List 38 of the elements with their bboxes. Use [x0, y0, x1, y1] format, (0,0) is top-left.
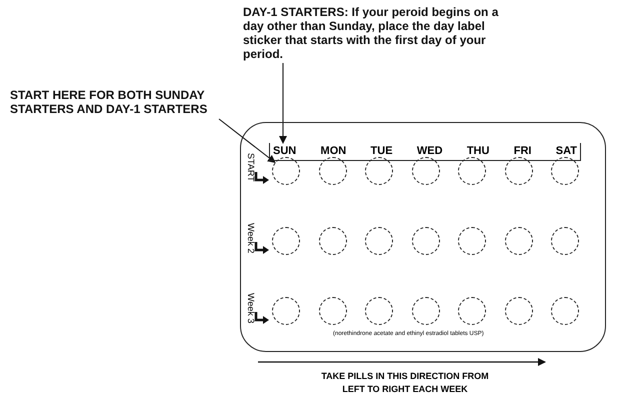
- arrow: [279, 62, 287, 144]
- week-label: Week 2: [246, 223, 256, 254]
- pill-slot: [365, 227, 393, 255]
- day-label: WED: [416, 144, 443, 159]
- callout-text: START HERE FOR BOTH SUNDAY STARTERS AND DAY-1 STARTERS: [10, 88, 225, 116]
- pill-slot: [504, 227, 532, 255]
- day-label: FRI: [514, 144, 532, 159]
- blister-card: [240, 122, 606, 352]
- pill-slot: [551, 227, 579, 255]
- day-label: THU: [466, 144, 490, 159]
- callout-text: DAY-1 STARTERS: If your peroid begins on a day other than Sunday, place the day label sticker that starts with the first day of your period.: [243, 5, 513, 61]
- pill-slot: [412, 297, 440, 325]
- pill-slot: [551, 297, 579, 325]
- pill-slot: [318, 227, 346, 255]
- pill-slot: [272, 227, 300, 255]
- week-label: START: [246, 153, 256, 182]
- pill-slot: [412, 227, 440, 255]
- day-label: SUN: [273, 144, 296, 159]
- pill-slot: [458, 297, 486, 325]
- pill-slot: [365, 157, 393, 185]
- leader-line: [218, 118, 276, 164]
- day-label: SAT: [556, 144, 577, 159]
- pill-slot: [318, 157, 346, 185]
- pill-slot: [318, 297, 346, 325]
- pill-slot: [504, 297, 532, 325]
- pill-slot: [458, 227, 486, 255]
- day-label: MON: [320, 144, 346, 159]
- day-label-strip: [269, 143, 581, 161]
- pill-slot: [272, 157, 300, 185]
- pill-slot: [551, 157, 579, 185]
- pill-slot: [458, 157, 486, 185]
- pill-slot: [365, 297, 393, 325]
- pill-slot: [504, 157, 532, 185]
- pill-slot: [412, 157, 440, 185]
- week-label: Week 3: [246, 293, 256, 324]
- direction-note: TAKE PILLS IN THIS DIRECTION FROM LEFT TO RIGHT EACH WEEK: [320, 370, 490, 396]
- day-label: TUE: [370, 144, 393, 159]
- pill-slot: [272, 297, 300, 325]
